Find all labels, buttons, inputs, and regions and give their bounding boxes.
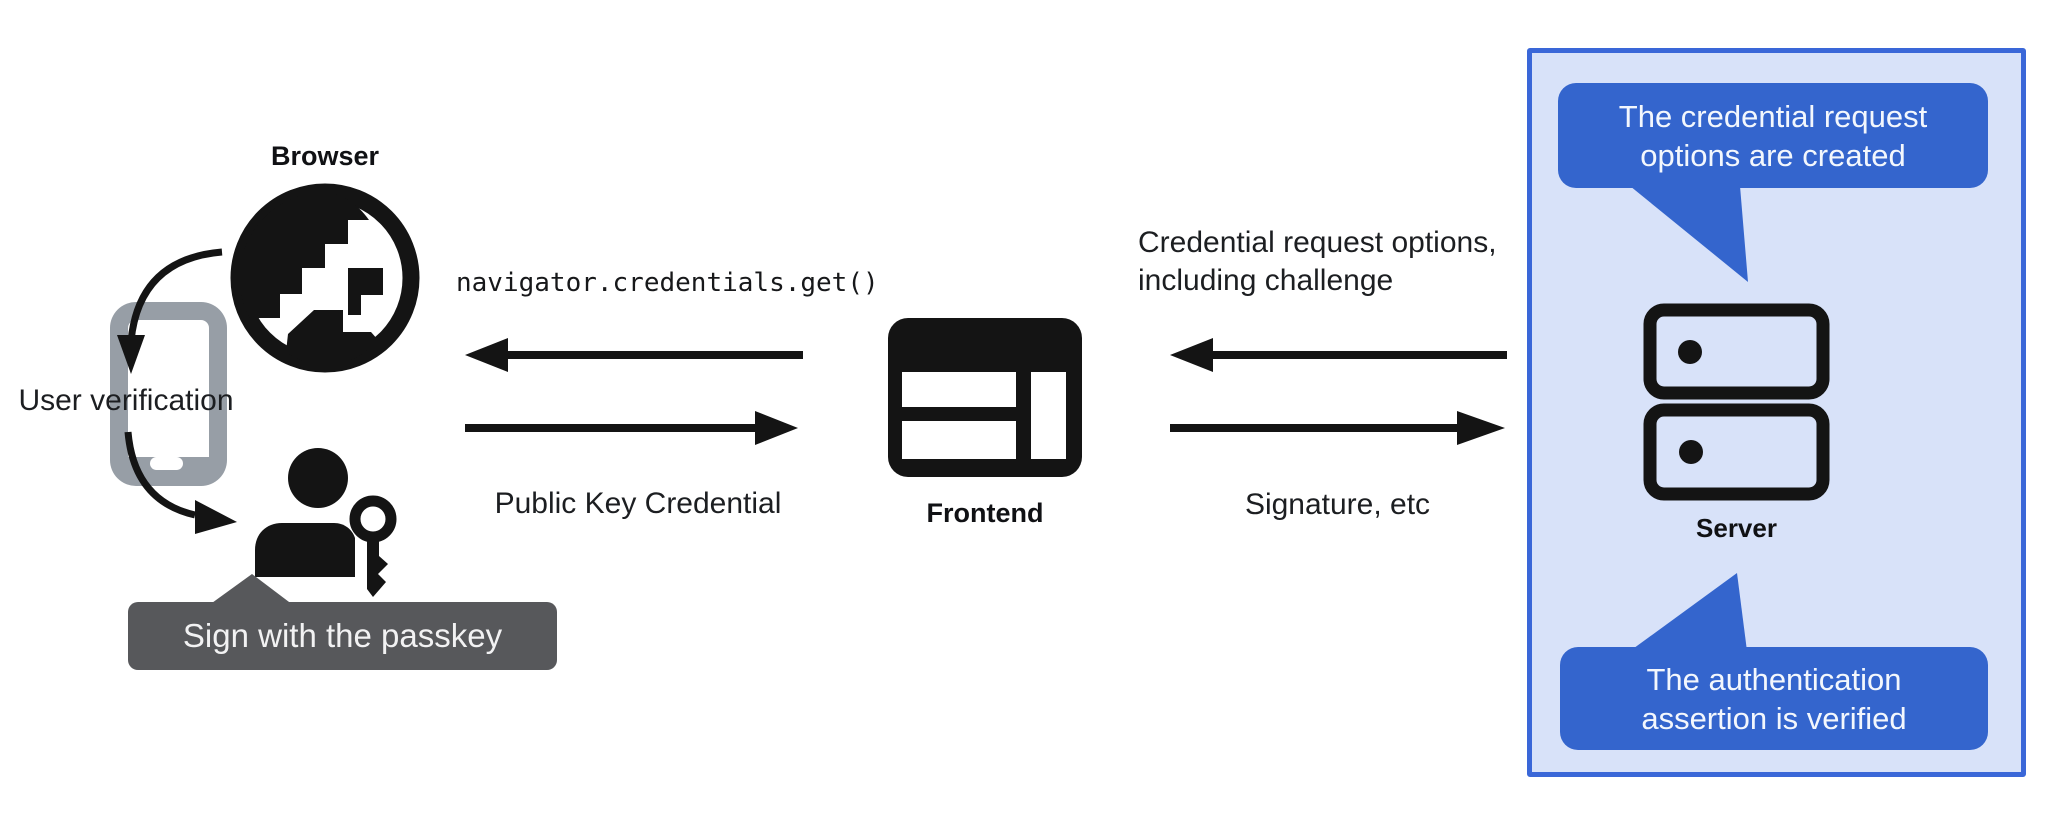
- smartphone-home-dash: [150, 457, 183, 470]
- bubble-top-line1: The credential request: [1618, 98, 1928, 134]
- arrow-server-to-frontend-icon: [1170, 338, 1507, 372]
- server-icon: [1643, 303, 1830, 501]
- credential-options-created-bubble: The credential request options are creat…: [1558, 83, 1988, 188]
- public-key-credential-label: Public Key Credential: [494, 487, 782, 520]
- arrow-frontend-to-server-icon: [1170, 411, 1505, 445]
- assertion-verified-bubble: The authentication assertion is verified: [1560, 647, 1988, 750]
- bubble-bottom-line2: assertion is verified: [1641, 700, 1907, 736]
- sign-with-passkey-text: Sign with the passkey: [182, 617, 503, 654]
- credential-request-options-line1: Credential request options,: [1138, 226, 1497, 259]
- user-with-passkey-icon: [255, 448, 397, 600]
- bubble-bottom-tail: [1630, 573, 1747, 651]
- curved-arrow-browser-to-phone-icon: [117, 248, 223, 374]
- browser-label: Browser: [270, 141, 380, 171]
- signature-etc-label: Signature, etc: [1244, 488, 1431, 521]
- user-verification-label: User verification: [18, 384, 234, 417]
- arrow-frontend-to-browser-icon: [465, 338, 803, 372]
- credential-request-options-line2: including challenge: [1138, 264, 1394, 297]
- browser-globe-icon: [230, 183, 420, 373]
- bubble-top-tail: [1630, 186, 1748, 282]
- tooltip-pointer: [205, 574, 297, 608]
- arrow-browser-to-frontend-icon: [465, 411, 798, 445]
- frontend-window-icon: [888, 318, 1082, 477]
- frontend-label: Frontend: [926, 498, 1044, 528]
- sign-with-passkey-tooltip: Sign with the passkey: [128, 602, 557, 670]
- credential-request-options-label: Credential request options, including ch…: [1138, 224, 1497, 300]
- bubble-top-line2: options are created: [1640, 137, 1906, 173]
- navigator-credentials-get-label: navigator.credentials.get(): [456, 268, 879, 298]
- curved-arrow-phone-to-user-icon: [124, 431, 237, 534]
- server-label: Server: [1696, 513, 1777, 543]
- bubble-bottom-line1: The authentication: [1646, 661, 1902, 697]
